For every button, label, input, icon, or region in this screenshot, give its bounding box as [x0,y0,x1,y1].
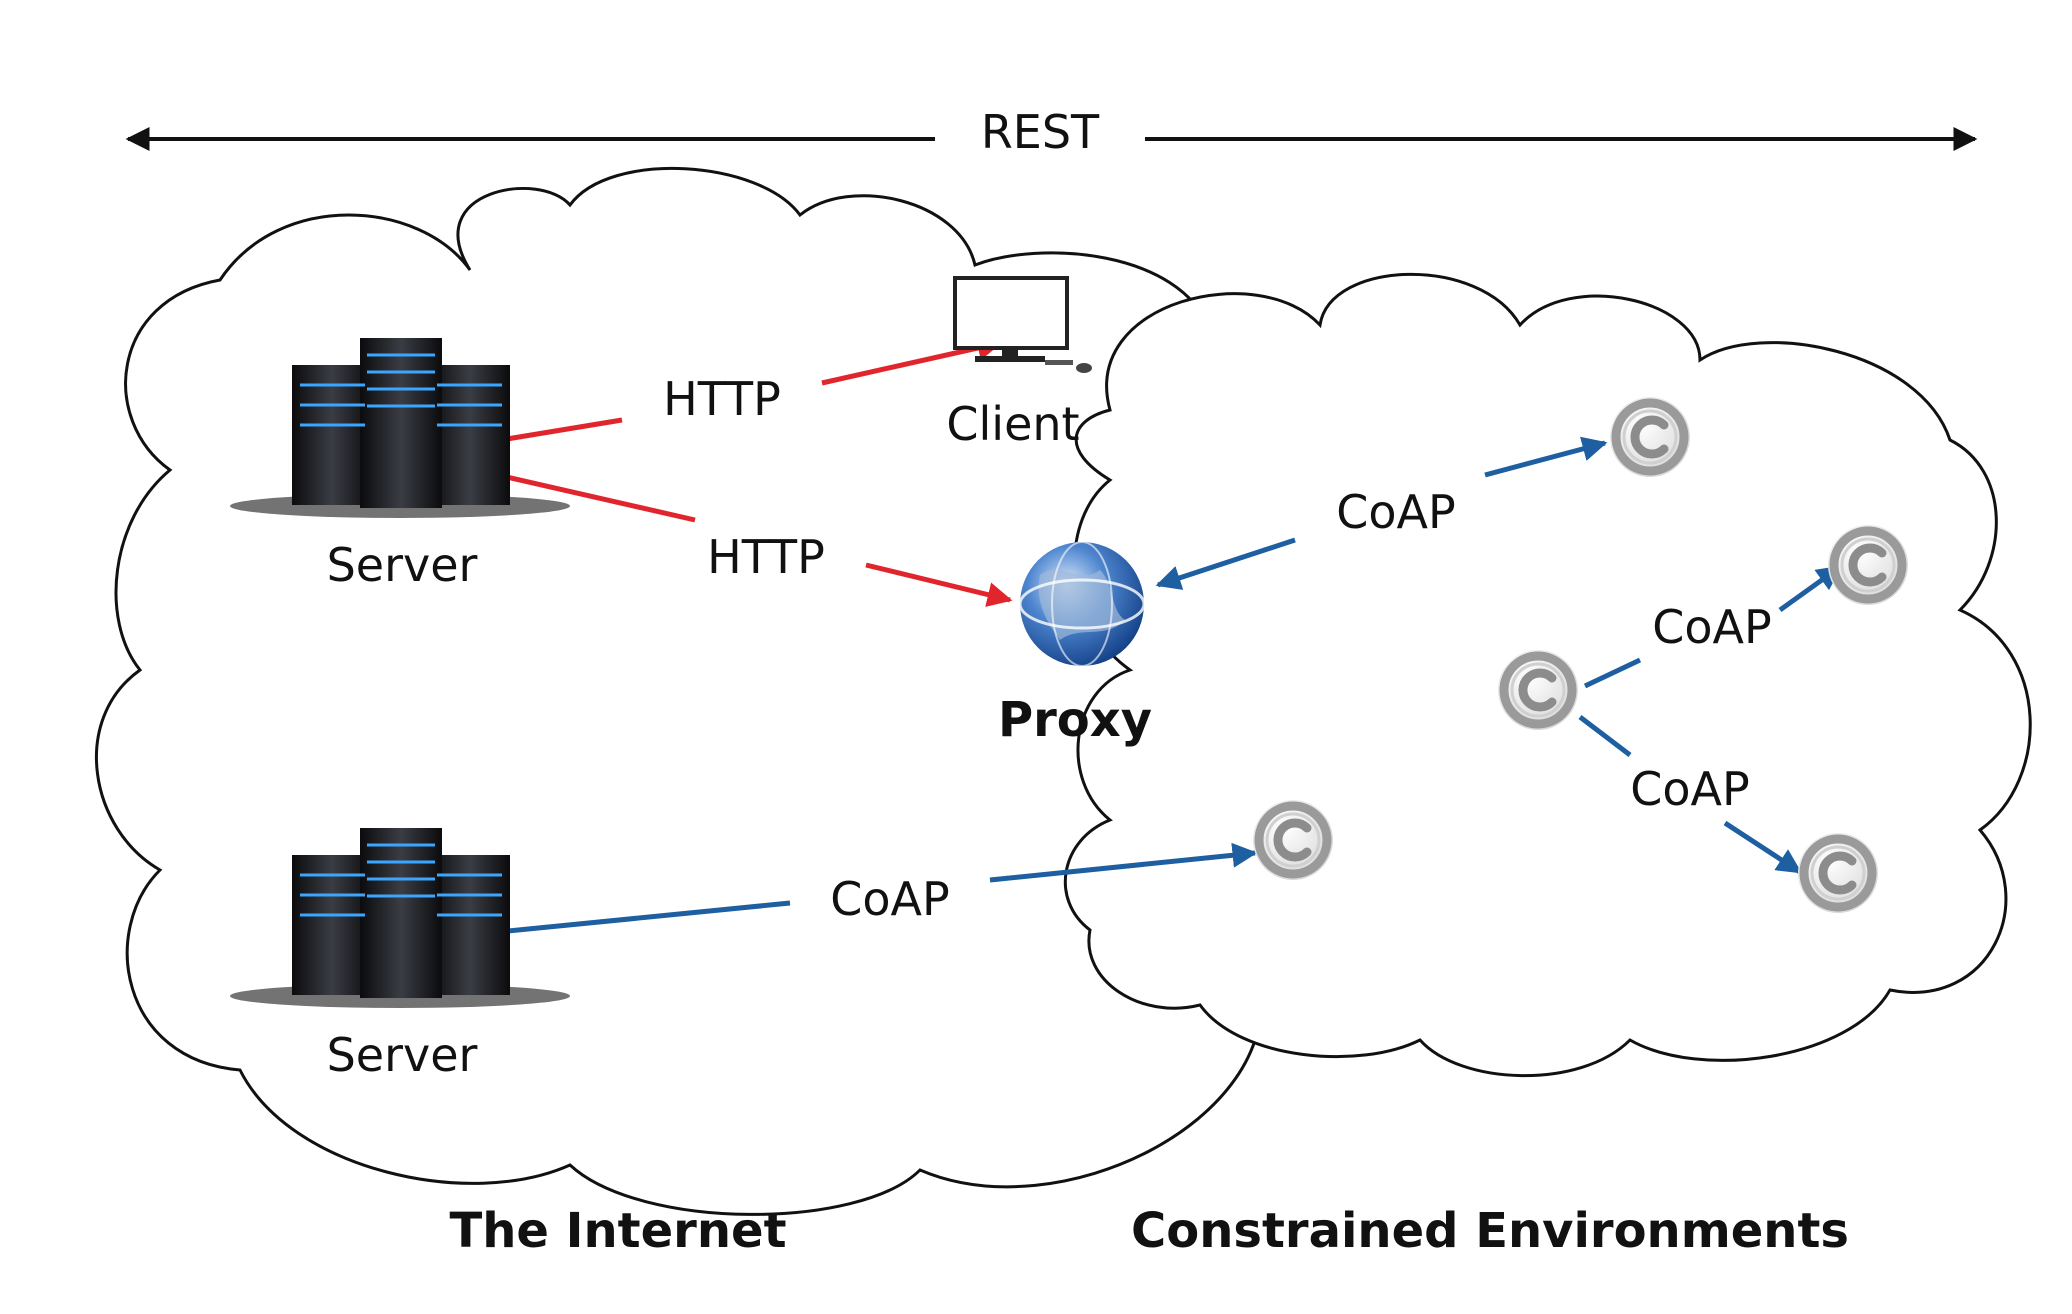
constrained-device-icon [1498,650,1578,730]
coap-link-server-right [989,842,1258,883]
internet-title: The Internet [449,1203,786,1259]
coap-branch-down-line [1578,715,1632,757]
coap-branch-down-arrow [1723,820,1803,875]
coap-link-to-device-top [1484,436,1608,478]
client-computer-icon [953,276,1092,373]
proxy-globe-icon [1018,541,1146,667]
coap-label-branch-down: CoAP [1630,762,1749,816]
coap-label-branch-up: CoAP [1652,600,1771,654]
server-top-icon [230,338,570,518]
constrained-device-icon [1610,397,1690,477]
server-top-label: Server [327,538,478,592]
server-bottom-icon [230,828,570,1008]
constrained-device-icon [1798,833,1878,913]
constrained-device-icon [1828,525,1908,605]
http-label-proxy: HTTP [707,530,825,584]
coap-label-server: CoAP [830,872,949,926]
proxy-label: Proxy [998,692,1152,748]
coap-link-to-proxy [1155,537,1296,590]
constrained-title: Constrained Environments [1131,1203,1849,1259]
http-label-client: HTTP [663,372,781,426]
coap-label-proxy: CoAP [1336,485,1455,539]
client-label: Client [946,397,1079,451]
constrained-device-icon [1253,800,1333,880]
coap-branch-up-line [1583,657,1642,689]
rest-label: REST [981,105,1100,159]
server-bottom-label: Server [327,1028,478,1082]
http-link-to-proxy [865,562,1013,607]
